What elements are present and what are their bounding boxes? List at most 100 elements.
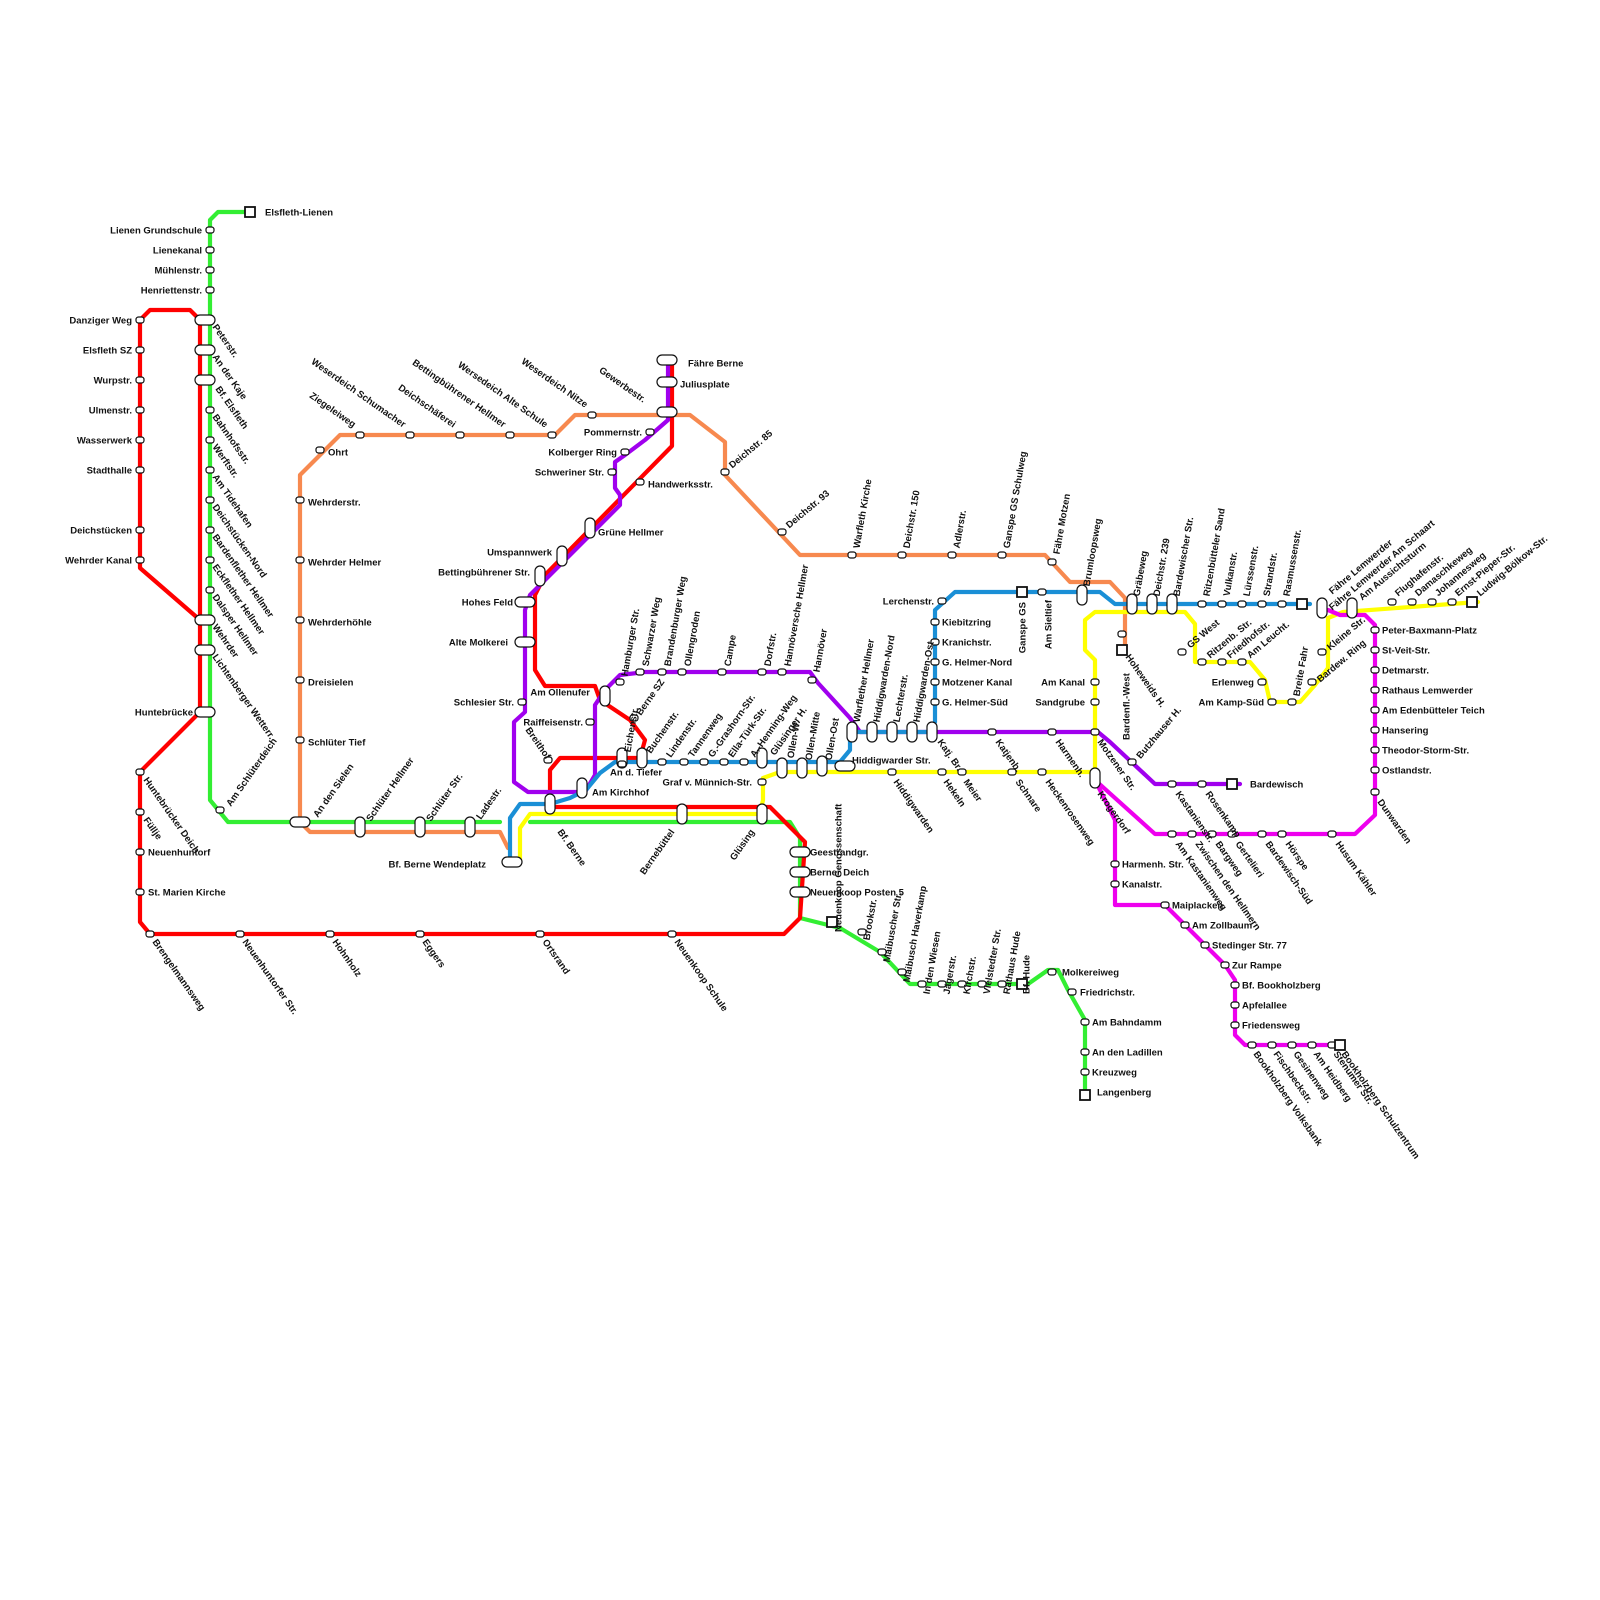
station-hannöversche-hellmer-marker[interactable]	[777, 668, 787, 676]
station-hörspe-marker[interactable]	[1277, 830, 1287, 838]
station-bardew-ring-marker[interactable]	[1307, 678, 1317, 686]
station-lienen-grundschule-marker[interactable]	[205, 226, 215, 234]
station-hiddigwarden-nord-marker[interactable]	[866, 721, 878, 743]
station-am-kanal-marker[interactable]	[1090, 678, 1100, 686]
station-buchenstr-marker[interactable]	[636, 747, 648, 769]
station-hohnholz-marker[interactable]	[325, 930, 335, 938]
station-wehrderstr-marker[interactable]	[295, 496, 305, 504]
station-wasserwerk-marker[interactable]	[135, 436, 145, 444]
station-raiffeisenstr-marker[interactable]	[585, 718, 595, 726]
station-schlüter-hellmer-marker[interactable]	[354, 816, 366, 838]
station-g-helmer-süd-marker[interactable]	[930, 698, 940, 706]
station-handwerksstr-marker[interactable]	[635, 478, 645, 486]
station-bargweg-marker[interactable]	[1207, 830, 1217, 838]
station-am-schlüterdeich-marker[interactable]	[215, 806, 225, 814]
station-grüne-hellmer-marker[interactable]	[584, 517, 596, 539]
station-schnare-marker[interactable]	[1007, 768, 1017, 776]
station-hansering-marker[interactable]	[1370, 726, 1380, 734]
station-friedhofstr-marker[interactable]	[1217, 658, 1227, 666]
station-bf-berne-wendeplatz-marker[interactable]	[501, 856, 523, 868]
station-ritzenb-str-marker[interactable]	[1197, 658, 1207, 666]
station-wehrder-marker[interactable]	[194, 614, 216, 626]
station-wehrderhöhle-marker[interactable]	[295, 616, 305, 624]
station-gewerbestr-marker[interactable]	[656, 406, 678, 418]
station-hiddigwarden-marker[interactable]	[887, 768, 897, 776]
station-breite-fahr-marker[interactable]	[1287, 698, 1297, 706]
station-dreisielen-marker[interactable]	[295, 676, 305, 684]
station-brandenburger-weg-marker[interactable]	[657, 668, 667, 676]
station-lindenstr-marker[interactable]	[657, 758, 667, 766]
station-friedrichstr-marker[interactable]	[1067, 988, 1077, 996]
station-eggers-marker[interactable]	[415, 930, 425, 938]
station-wehrder-kanal-marker[interactable]	[135, 556, 145, 564]
station-fischbeckstr-marker[interactable]	[1267, 1041, 1277, 1049]
station-strandstr-marker[interactable]	[1257, 600, 1267, 608]
station-harmenh-str-marker[interactable]	[1110, 860, 1120, 868]
station-molkereiweg-marker[interactable]	[1047, 968, 1057, 976]
station-ollen-ost-marker[interactable]	[816, 755, 828, 777]
station-an-den-sielen-marker[interactable]	[289, 816, 311, 828]
station-ortsrand-marker[interactable]	[535, 930, 545, 938]
station-heckenrosenweg-marker[interactable]	[1037, 768, 1047, 776]
station-bardewisch-süd-marker[interactable]	[1257, 830, 1267, 838]
station-neuenkoop-schule-marker[interactable]	[667, 930, 677, 938]
station-deichstr-93-marker[interactable]	[777, 528, 787, 536]
station-ohrt-marker[interactable]	[315, 446, 325, 454]
station-rathaus-hude-marker[interactable]	[997, 980, 1007, 988]
station-brengelmannsweg-marker[interactable]	[145, 930, 155, 938]
station-elsfleth-sz-marker[interactable]	[135, 346, 145, 354]
station-sandgrube-marker[interactable]	[1090, 698, 1100, 706]
station-bahnhofsstr-marker[interactable]	[205, 406, 215, 414]
station-meier-marker[interactable]	[957, 768, 967, 776]
station-dorfstr-marker[interactable]	[757, 668, 767, 676]
station-danziger-weg-marker[interactable]	[135, 316, 145, 324]
station-brumloopsweg-marker[interactable]	[1076, 584, 1088, 606]
station-neuenhuntorfer-str-marker[interactable]	[235, 930, 245, 938]
station-bf-elsfleth-marker[interactable]	[194, 374, 216, 386]
station-harmenh-marker[interactable]	[1047, 728, 1057, 736]
station-damaschkeweg-marker[interactable]	[1407, 598, 1417, 606]
station-ganspe-gs-marker[interactable]	[1016, 586, 1028, 598]
station-schwarzer-weg-marker[interactable]	[635, 668, 645, 676]
station-kastanienstr-marker[interactable]	[1167, 780, 1177, 788]
station-neuenkoop-genossenschaft-marker[interactable]	[826, 916, 838, 928]
station-st-veit-str-marker[interactable]	[1370, 646, 1380, 654]
station-johannesweg-marker[interactable]	[1427, 598, 1437, 606]
station-rosenkamp-marker[interactable]	[1197, 780, 1207, 788]
station-juliusplate-marker[interactable]	[656, 376, 678, 388]
station-schlesier-str-marker[interactable]	[517, 698, 527, 706]
station-an-d-tiefer-marker[interactable]	[617, 760, 627, 768]
station-am-bahndamm-marker[interactable]	[1080, 1018, 1090, 1026]
station-bardenfl-west-marker[interactable]	[1117, 630, 1127, 638]
station-deichstr-239-marker[interactable]	[1146, 593, 1158, 615]
station-hekeln-marker[interactable]	[937, 768, 947, 776]
station-warfleth-kirche-marker[interactable]	[847, 551, 857, 559]
station-kreuzweg-marker[interactable]	[1080, 1068, 1090, 1076]
station-deichstücken-marker[interactable]	[135, 526, 145, 534]
station-am-leucht-marker[interactable]	[1237, 658, 1247, 666]
station-zur-rampe-marker[interactable]	[1220, 961, 1230, 969]
station-glüsinger-h-marker[interactable]	[756, 747, 768, 769]
station-campe-marker[interactable]	[717, 668, 727, 676]
station-neuenhuntorf-marker[interactable]	[135, 848, 145, 856]
station-ganspe-gs-schulweg-marker[interactable]	[997, 551, 1007, 559]
station-am-kamp-süd-marker[interactable]	[1267, 698, 1277, 706]
station-vulkanstr-marker[interactable]	[1217, 600, 1227, 608]
station-berne-sz-marker[interactable]	[629, 714, 639, 722]
station-rasmussenstr-marker[interactable]	[1277, 600, 1287, 608]
station-ollen-mitte-marker[interactable]	[796, 757, 808, 779]
station-ollengroden-marker[interactable]	[677, 668, 687, 676]
station-wurpstr-marker[interactable]	[135, 376, 145, 384]
station-an-den-ladillen-marker[interactable]	[1080, 1048, 1090, 1056]
station-rathaus-lemwerder-marker[interactable]	[1370, 686, 1380, 694]
station-st-marien-kirche-marker[interactable]	[135, 888, 145, 896]
station-kanalstr-marker[interactable]	[1110, 880, 1120, 888]
station-am-tidehafen-marker[interactable]	[205, 466, 215, 474]
station-füllje-marker[interactable]	[135, 808, 145, 816]
station-stadthalle-marker[interactable]	[135, 466, 145, 474]
station-brookstr-marker[interactable]	[857, 928, 867, 936]
station-ludwig-bölkow-str-marker[interactable]	[1466, 596, 1478, 608]
station-am-sieltief-marker[interactable]	[1037, 588, 1047, 596]
station-fähre-lemwerder-am-schaart-marker[interactable]	[1316, 597, 1328, 619]
station-am-kastanienweg-marker[interactable]	[1167, 830, 1177, 838]
